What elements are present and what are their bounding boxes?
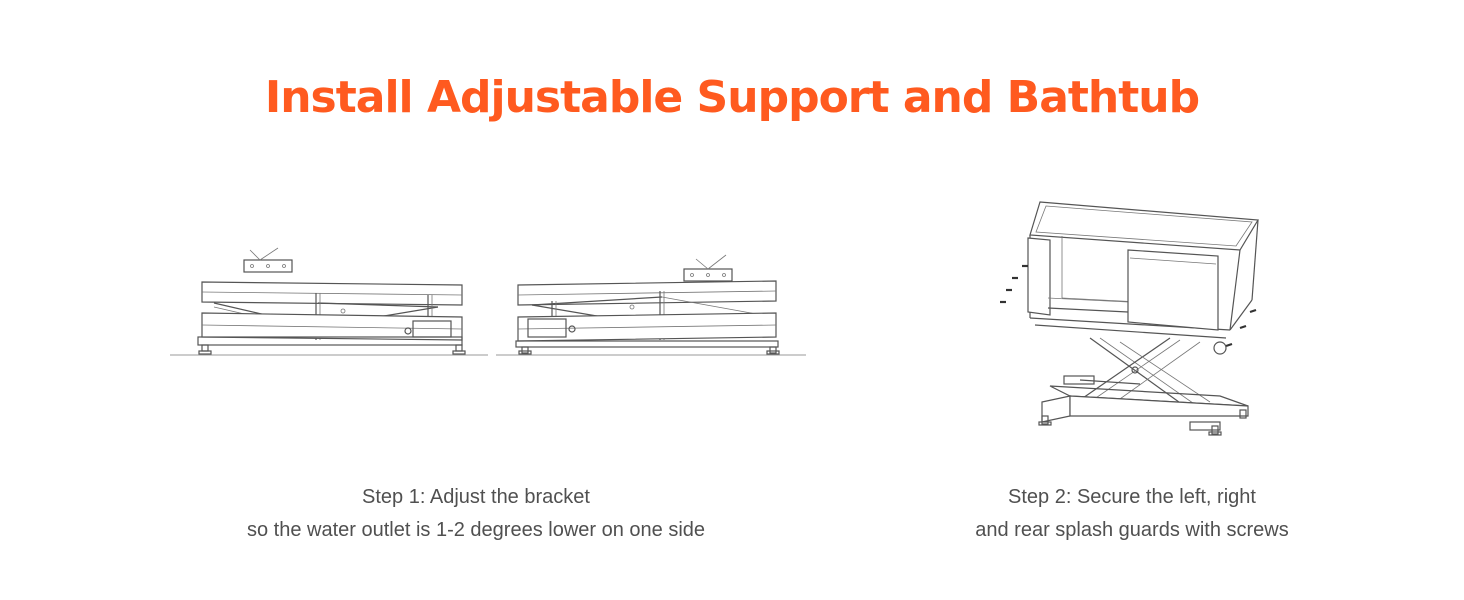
step-2-title: Step 2: Secure the left, right (1008, 486, 1256, 508)
step-1-caption: Step 1: Adjust the bracket so the water … (176, 481, 776, 547)
bracket-side-view-right (496, 254, 806, 356)
page-title: Install Adjustable Support and Bathtub (264, 72, 1200, 123)
step-2-caption: Step 2: Secure the left, right and rear … (932, 481, 1332, 547)
bracket-side-view-left (170, 247, 488, 356)
level-gauge (243, 259, 293, 273)
step-1-description: so the water outlet is 1-2 degrees lower… (246, 519, 706, 541)
step-2-description: and rear splash guards with screws (975, 519, 1289, 541)
level-gauge (683, 268, 733, 282)
bathtub-assembly-view (1000, 201, 1260, 436)
step-1-title: Step 1: Adjust the bracket (362, 486, 590, 508)
